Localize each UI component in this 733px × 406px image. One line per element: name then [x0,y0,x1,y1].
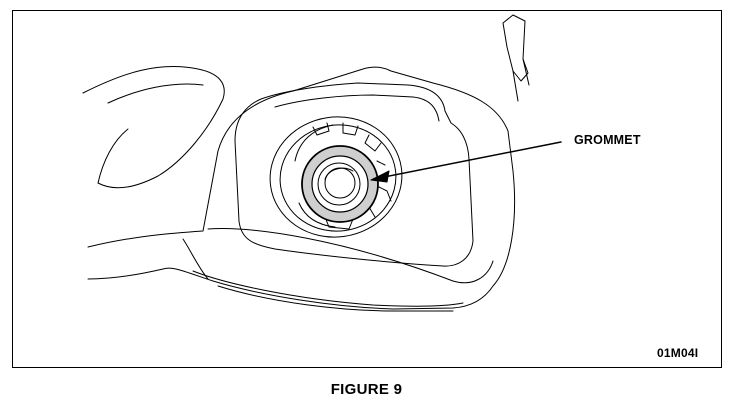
grommet-callout-label: GROMMET [574,133,641,147]
tank-strap-inner [107,83,204,104]
sending-unit-pad [234,82,474,267]
lock-ring-outer [269,116,403,238]
figure-frame: GROMMET 01M04I [12,10,722,368]
drawing-code: 01M04I [657,346,699,360]
tank-body-contour [207,228,494,284]
figure-caption: FIGURE 9 [330,381,403,398]
tank-flange [182,238,209,280]
sending-unit-pad-inner [274,94,440,122]
tank-body-outline [87,66,516,310]
fuel-tank-drawing [82,14,562,312]
tank-seam [192,270,464,307]
tank-strap [82,66,225,189]
fill-tube-ridge [324,167,354,180]
lock-ring-arc-2 [298,202,336,228]
lock-ring-arc [294,124,334,162]
mounting-tab-edge [512,58,530,102]
grommet-arrowhead [370,170,390,183]
mounting-tab [502,14,529,82]
grommet-leader-line [378,141,562,179]
fill-tube-outer [317,162,361,206]
lock-ring-tabs [312,122,392,230]
tank-lower-rim [217,285,454,312]
tank-strap-fold [97,128,129,184]
